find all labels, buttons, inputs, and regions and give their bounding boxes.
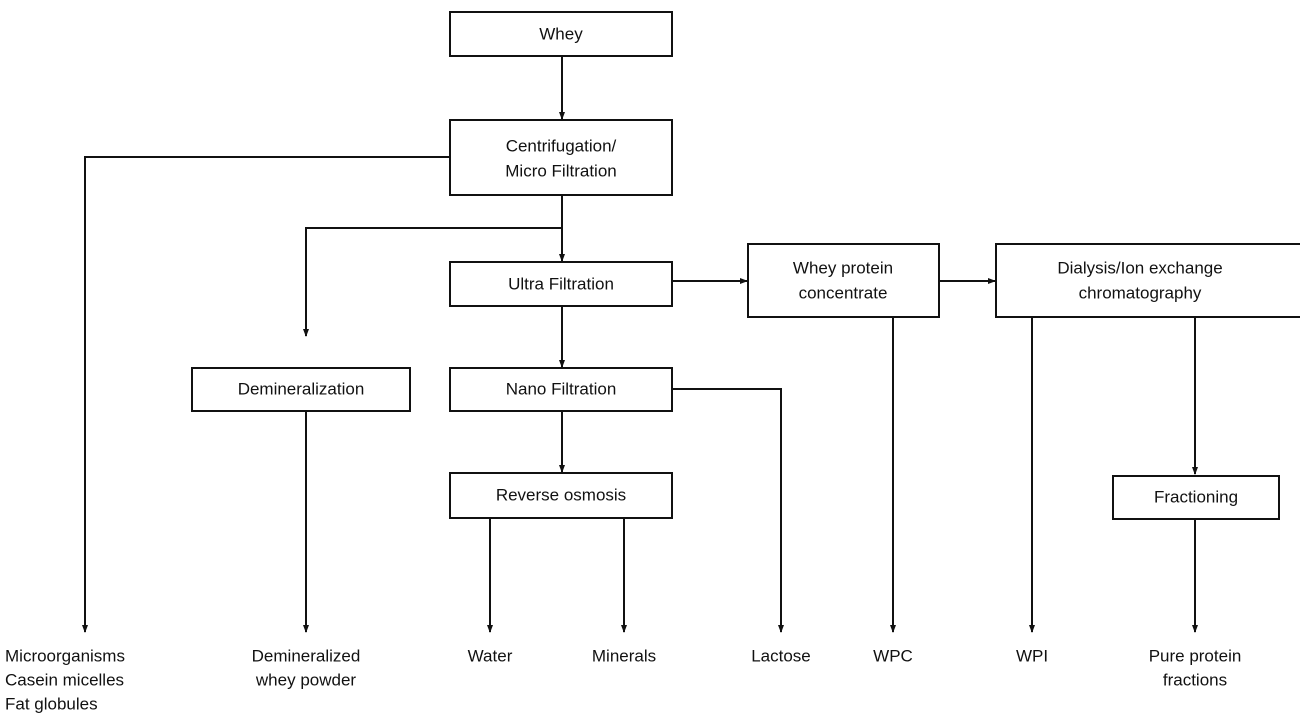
node-whey-protein-concentrate: Whey protein concentrate — [747, 243, 940, 318]
output-label: Pure protein — [1149, 646, 1242, 665]
node-label: Demineralization — [238, 379, 365, 398]
node-reverse-osmosis: Reverse osmosis — [449, 472, 673, 519]
node-label: Whey protein — [793, 258, 893, 277]
node-label: Dialysis/Ion exchange — [1057, 258, 1222, 277]
node-centrifugation: Centrifugation/ Micro Filtration — [449, 119, 673, 196]
node-label: chromatography — [1079, 283, 1202, 302]
output-pure-protein-fractions: Pure protein fractions — [1149, 646, 1242, 689]
output-demineralized-whey-powder: Demineralized whey powder — [252, 646, 361, 689]
node-nano-filtration: Nano Filtration — [449, 367, 673, 412]
output-label: Fat globules — [5, 694, 98, 713]
node-label: Ultra Filtration — [508, 274, 614, 293]
output-label: Microorganisms — [5, 646, 125, 665]
node-label: Reverse osmosis — [496, 485, 626, 504]
node-label: Centrifugation/ — [506, 136, 617, 155]
output-microorganisms: Microorganisms Casein micelles Fat globu… — [5, 646, 125, 713]
output-label: fractions — [1163, 670, 1227, 689]
output-lactose: Lactose — [751, 646, 811, 665]
output-water: Water — [468, 646, 513, 665]
node-ultra-filtration: Ultra Filtration — [449, 261, 673, 307]
output-wpc: WPC — [873, 646, 913, 665]
output-minerals: Minerals — [592, 646, 656, 665]
node-label: Fractioning — [1154, 487, 1238, 506]
node-fractioning: Fractioning — [1112, 475, 1280, 520]
arrow-to-demineralization — [303, 227, 562, 337]
node-whey: Whey — [449, 11, 673, 57]
node-label: Micro Filtration — [505, 161, 616, 180]
node-label: Nano Filtration — [506, 379, 617, 398]
node-label: concentrate — [799, 283, 888, 302]
output-label: Casein micelles — [5, 670, 124, 689]
node-demineralization: Demineralization — [191, 367, 411, 412]
arrow-centrifugation-to-micro-outputs — [82, 156, 450, 633]
arrow-nano-to-lactose — [672, 388, 784, 633]
output-label: Demineralized — [252, 646, 361, 665]
output-label: whey powder — [255, 670, 357, 689]
node-label: Whey — [539, 24, 583, 43]
output-wpi: WPI — [1016, 646, 1048, 665]
connectors — [82, 56, 1198, 633]
node-dialysis: Dialysis/Ion exchange chromatography — [995, 243, 1300, 318]
